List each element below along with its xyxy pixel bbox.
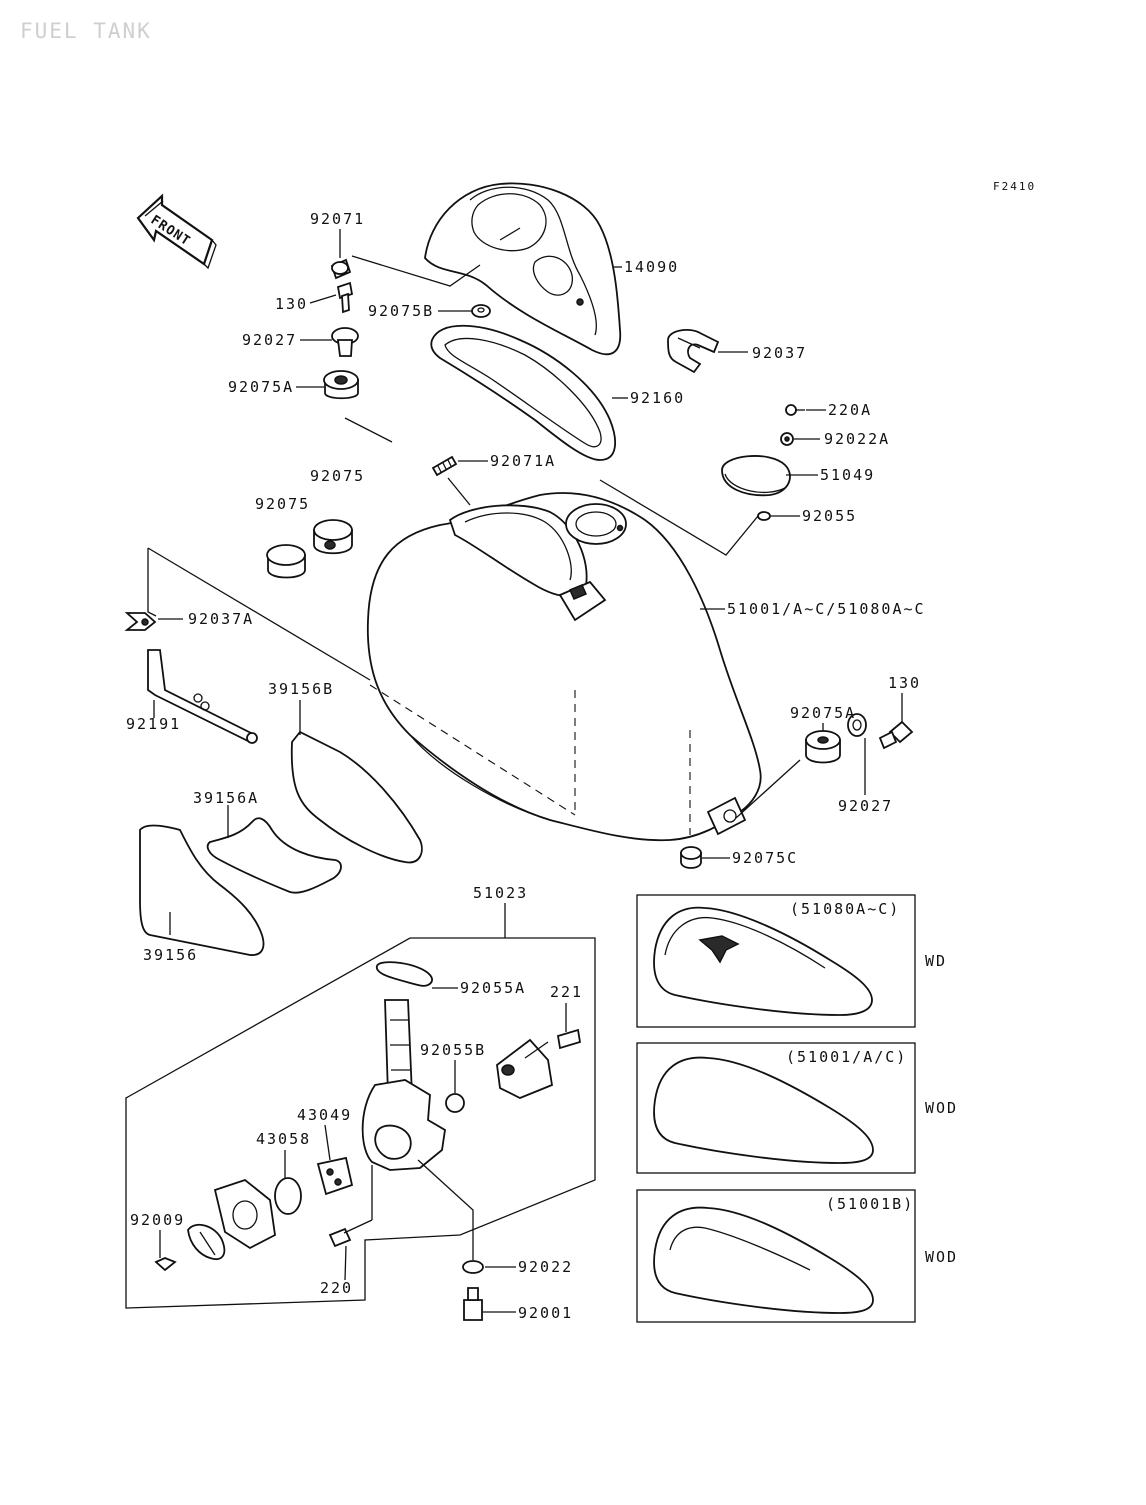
label-92071: 92071 — [310, 210, 365, 228]
label-39156B: 39156B — [268, 680, 334, 698]
washer-92075B — [471, 304, 491, 318]
fuel-tank — [366, 492, 762, 842]
label-92075A-right: 92075A — [790, 704, 856, 722]
variant-box-3: (51001B) WOD — [636, 1189, 958, 1323]
label-43058: 43058 — [256, 1130, 311, 1148]
label-92075-top: 92075 — [310, 467, 365, 485]
label-92075B: 92075B — [368, 302, 434, 320]
label-92022A: 92022A — [824, 430, 890, 448]
hose-92191 — [147, 649, 258, 744]
label-51023: 51023 — [473, 884, 528, 902]
label-39156: 39156 — [143, 946, 198, 964]
variant-box-2: (51001/A/C) WOD — [636, 1042, 958, 1174]
figure-code: F2410 — [993, 180, 1036, 193]
spring-92071A — [431, 455, 458, 477]
label-92037: 92037 — [752, 344, 807, 362]
variant-2-code: WOD — [925, 1099, 958, 1117]
variant-3-tag: (51001B) — [826, 1195, 914, 1213]
label-43049: 43049 — [297, 1106, 352, 1124]
bolt-130-right — [878, 720, 914, 750]
label-92055B: 92055B — [420, 1041, 486, 1059]
leader-lines — [147, 229, 903, 1313]
o-ring-92055 — [757, 511, 771, 521]
label-39156A: 39156A — [193, 789, 259, 807]
side-cover-39156B — [290, 730, 423, 864]
collar-92027 — [331, 327, 359, 357]
diagram-title: FUEL TANK — [20, 19, 152, 43]
label-92160: 92160 — [630, 389, 685, 407]
label-220A: 220A — [828, 401, 872, 419]
label-92037A: 92037A — [188, 610, 254, 628]
gasket — [430, 324, 616, 461]
washer-92022A — [780, 432, 794, 446]
damper-92075-a — [266, 544, 306, 579]
label-92055: 92055 — [802, 507, 857, 525]
tank-cover — [424, 182, 622, 356]
pad-39156A — [206, 817, 342, 894]
screw-220A — [785, 404, 805, 416]
fuel-cock-assembly — [125, 937, 596, 1321]
label-92055A: 92055A — [460, 979, 526, 997]
label-92075C: 92075C — [732, 849, 798, 867]
label-51001: 51001/A~C/51080A~C — [727, 600, 926, 618]
variant-box-1: (51080A~C) WD — [636, 894, 947, 1028]
variant-1-code: WD — [925, 952, 947, 970]
variant-3-code: WOD — [925, 1248, 958, 1266]
part-labels: 92071 14090 130 92075B 92027 92037 92075… — [126, 210, 926, 1322]
front-arrow-icon: FRONT — [136, 193, 217, 270]
damper-92075C — [680, 846, 702, 869]
damper-92075A — [323, 370, 359, 400]
label-92075-left: 92075 — [255, 495, 310, 513]
variant-2-tag: (51001/A/C) — [786, 1048, 907, 1066]
bolt-130 — [336, 281, 354, 314]
clamp-92037 — [667, 329, 720, 374]
cap-nut-92071 — [330, 258, 352, 280]
label-92071A: 92071A — [490, 452, 556, 470]
label-14090: 14090 — [624, 258, 679, 276]
front-arrow-label: FRONT — [148, 213, 193, 250]
label-130-right: 130 — [888, 674, 921, 692]
label-92001: 92001 — [518, 1304, 573, 1322]
side-cover-39156 — [139, 824, 265, 956]
label-221: 221 — [550, 983, 583, 1001]
label-92022: 92022 — [518, 1258, 573, 1276]
label-92027: 92027 — [242, 331, 297, 349]
label-130: 130 — [275, 295, 308, 313]
collar-92027-right — [847, 713, 867, 737]
label-92075A: 92075A — [228, 378, 294, 396]
label-51049: 51049 — [820, 466, 875, 484]
label-220: 220 — [320, 1279, 353, 1297]
label-92009: 92009 — [130, 1211, 185, 1229]
variant-1-tag: (51080A~C) — [790, 900, 900, 918]
label-92191: 92191 — [126, 715, 181, 733]
label-92027-right: 92027 — [838, 797, 893, 815]
cap-51049 — [721, 455, 791, 497]
clip-92037A — [124, 612, 157, 631]
damper-92075-b — [313, 519, 353, 555]
damper-92075A-right — [805, 730, 841, 764]
